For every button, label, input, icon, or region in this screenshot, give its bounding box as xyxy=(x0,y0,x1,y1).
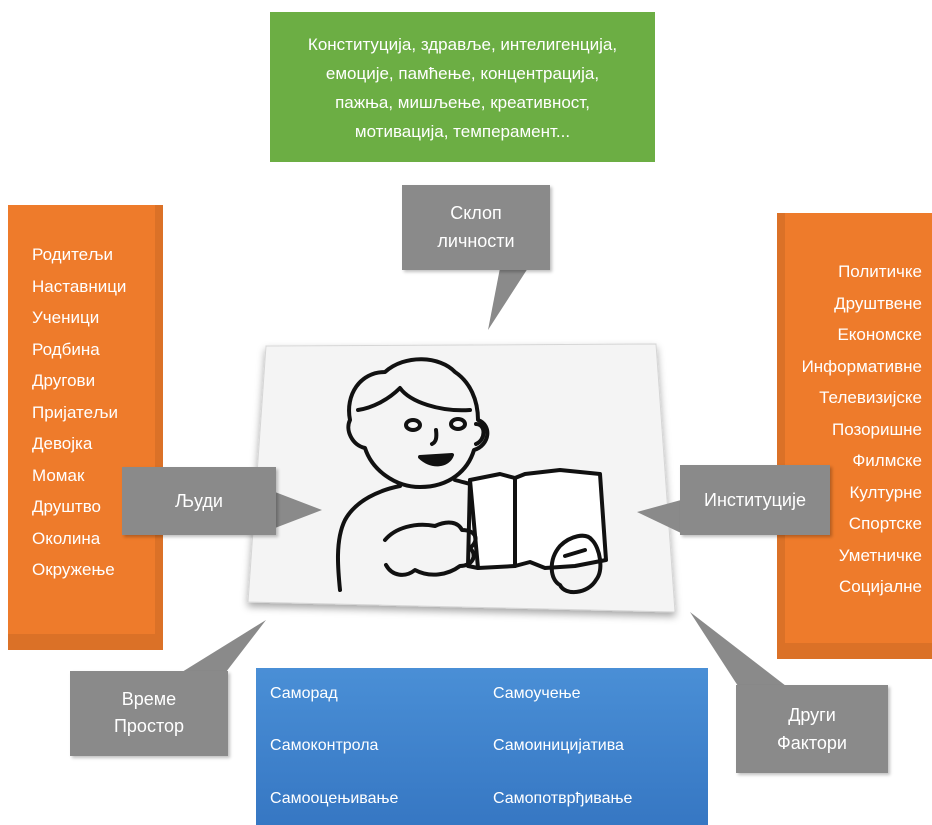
self-activities-box: Саморад Самоконтрола Самооцењивање Самоу… xyxy=(256,668,708,825)
self-item: Самоиницијатива xyxy=(493,737,624,754)
institution-item: Филмске xyxy=(852,451,922,470)
institution-item: Спортске xyxy=(848,514,922,533)
self-item: Самоконтрола xyxy=(270,737,379,754)
people-item: Ученици xyxy=(32,308,100,327)
self-item: Саморад xyxy=(270,685,338,702)
boy-reading-book-icon xyxy=(335,357,608,594)
people-list-box: Родитељи Наставници Ученици Родбина Друг… xyxy=(8,205,163,650)
people-item: Момак xyxy=(32,465,85,485)
institutions-list-box: Политичке Друштвене Економске Информатив… xyxy=(777,213,932,659)
personality-line: Конституција, здравље, интелигенција, xyxy=(307,35,618,54)
people-item: Наставници xyxy=(32,276,127,296)
callout-label: Други xyxy=(788,705,836,725)
callout-label: личности xyxy=(437,231,515,251)
institution-item: Социјалне xyxy=(839,577,922,596)
self-item: Самопотврђивање xyxy=(493,790,633,807)
self-item: Самооцењивање xyxy=(270,790,399,807)
institution-item: Позоришне xyxy=(832,419,922,439)
institution-item: Друштвене xyxy=(834,293,922,313)
institution-item: Уметничке xyxy=(838,545,922,565)
callout-label: Простор xyxy=(113,716,185,736)
people-item: Пријатељи xyxy=(32,402,118,422)
personality-line: пажња, мишљење, креативност, xyxy=(335,93,590,112)
institution-item: Економске xyxy=(837,325,922,344)
personality-traits-box: Конституција, здравље, интелигенција, ем… xyxy=(270,12,655,162)
people-item: Окружење xyxy=(32,560,115,579)
self-item: Самоучење xyxy=(493,685,581,702)
people-item: Друштво xyxy=(32,497,101,516)
institution-item: Информативне xyxy=(801,356,922,376)
callout-label: Склоп xyxy=(450,203,502,223)
people-item: Другови xyxy=(32,371,96,390)
people-item: Девојка xyxy=(32,434,93,453)
personality-line: емоције, памћење, концентрација, xyxy=(325,64,600,83)
institution-item: Политичке xyxy=(838,262,922,281)
people-item: Родбина xyxy=(32,339,100,359)
callout-label: Време xyxy=(121,689,177,709)
callout-label: Фактори xyxy=(777,733,847,753)
people-item: Околина xyxy=(32,528,101,548)
people-item: Родитељи xyxy=(32,245,114,264)
institution-item: Културне xyxy=(849,482,922,502)
callout-label: Људи xyxy=(175,491,223,511)
personality-line: мотивација, темперамент... xyxy=(354,122,571,141)
institution-item: Телевизијске xyxy=(819,388,922,407)
callout-label: Институције xyxy=(704,490,806,510)
